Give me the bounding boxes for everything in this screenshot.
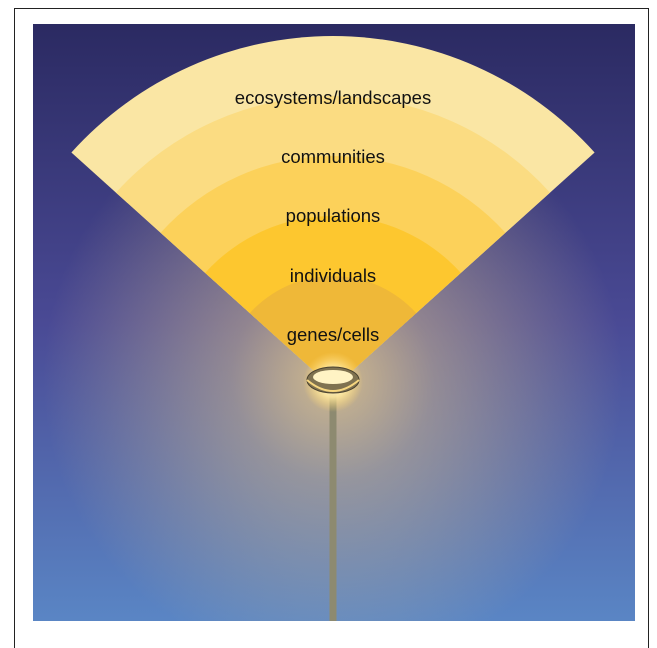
band-genes-cells [249,276,417,388]
lamp-bulb [313,370,353,384]
lamp-pole [329,392,337,621]
figure-frame [14,8,649,648]
lamp-rim [306,379,360,392]
level-label-populations: populations [286,205,381,226]
light-cone [71,36,595,388]
level-label-communities: communities [281,146,385,167]
level-label-individuals: individuals [290,265,376,286]
lamp-scales-diagram: ecosystems/landscapes communities popula… [33,24,635,621]
level-label-genes-cells: genes/cells [287,324,380,345]
level-label-ecosystems: ecosystems/landscapes [235,87,431,108]
